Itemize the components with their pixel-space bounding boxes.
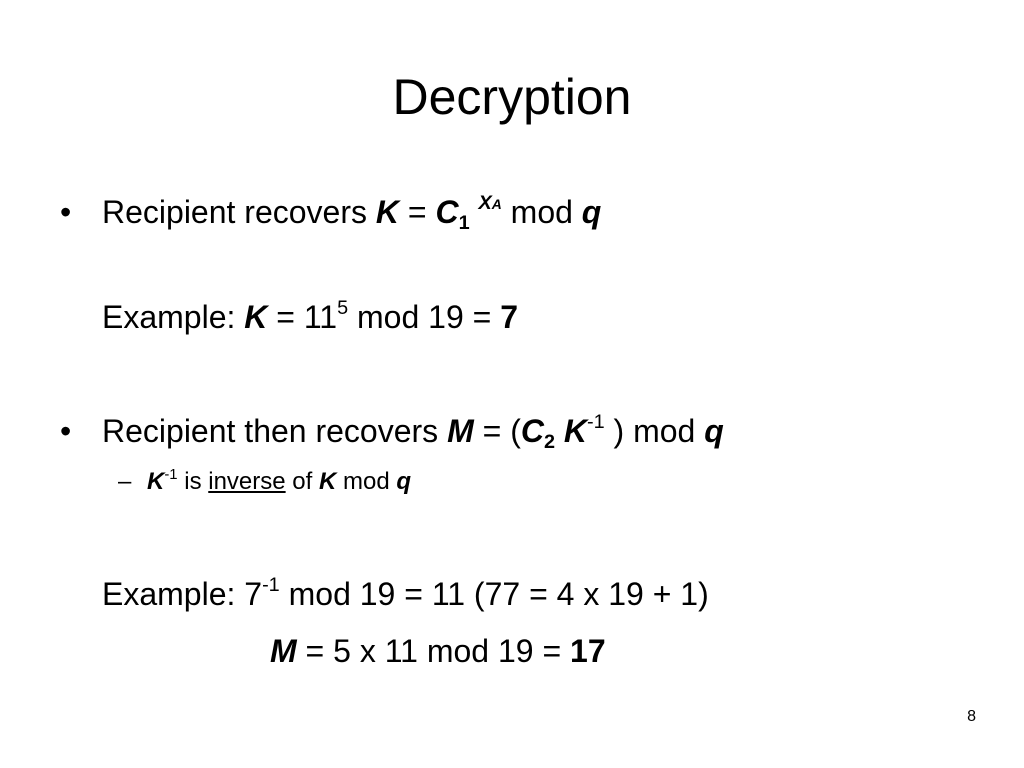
var-x: X (478, 192, 492, 215)
var-m: M (270, 633, 297, 669)
text: Recipient then recovers (102, 413, 448, 449)
exponent: -1 (262, 574, 280, 597)
example-m: M = 5 x 11 mod 19 = 17 (270, 631, 606, 671)
subscript: 2 (543, 430, 555, 453)
text: mod (501, 194, 582, 230)
text: = ( (473, 413, 521, 449)
var-q: q (396, 468, 412, 495)
var-a: A (491, 196, 502, 213)
example-inverse: Example: 7-1 mod 19 = 11 (77 = 4 x 19 + … (102, 574, 709, 614)
text: = 5 x 11 mod 19 = (296, 633, 571, 669)
subscript: 1 (458, 211, 470, 234)
result: 7 (500, 299, 518, 335)
text: mod 19 = (348, 299, 501, 335)
var-k: K (375, 194, 399, 230)
text: ) mod (604, 413, 705, 449)
bullet-recipient-recovers-m: Recipient then recovers M = (C2 K-1 ) mo… (102, 411, 724, 453)
var-q: q (704, 413, 724, 449)
var-k: K (563, 413, 587, 449)
text: Example: 7 (102, 576, 263, 612)
bullet-marker: • (60, 194, 72, 230)
exponent: XA (479, 192, 502, 214)
subbullet-marker: – (118, 468, 132, 495)
text: Example: (102, 299, 245, 335)
var-k: K (244, 299, 268, 335)
var-m: M (447, 413, 474, 449)
bullet-marker: • (60, 413, 72, 449)
var-k: K (147, 468, 165, 495)
subbullet-inverse: K-1 is inverse of K mod q (147, 467, 411, 497)
text: of (285, 468, 319, 495)
text: mod (336, 468, 397, 495)
var-k: K (318, 468, 337, 495)
slide-title: Decryption (392, 69, 632, 125)
var-c: C (435, 194, 459, 230)
text: Recipient recovers (102, 194, 376, 230)
exponent: -1 (586, 411, 605, 434)
text: is (177, 468, 209, 495)
result: 17 (570, 633, 606, 669)
text: = 11 (267, 299, 338, 335)
text: mod 19 = 11 (77 = 4 x 19 + 1) (279, 576, 709, 612)
example-k: Example: K = 115 mod 19 = 7 (102, 297, 518, 337)
exponent: -1 (164, 466, 178, 483)
var-c: C (520, 413, 544, 449)
var-q: q (581, 194, 602, 230)
text: = (399, 194, 436, 230)
bullet-recipient-recovers-k: Recipient recovers K = C1 XA mod q (102, 192, 602, 234)
slide-number: 8 (967, 708, 976, 725)
exponent: 5 (337, 297, 349, 320)
inverse-underlined: inverse (208, 468, 286, 495)
